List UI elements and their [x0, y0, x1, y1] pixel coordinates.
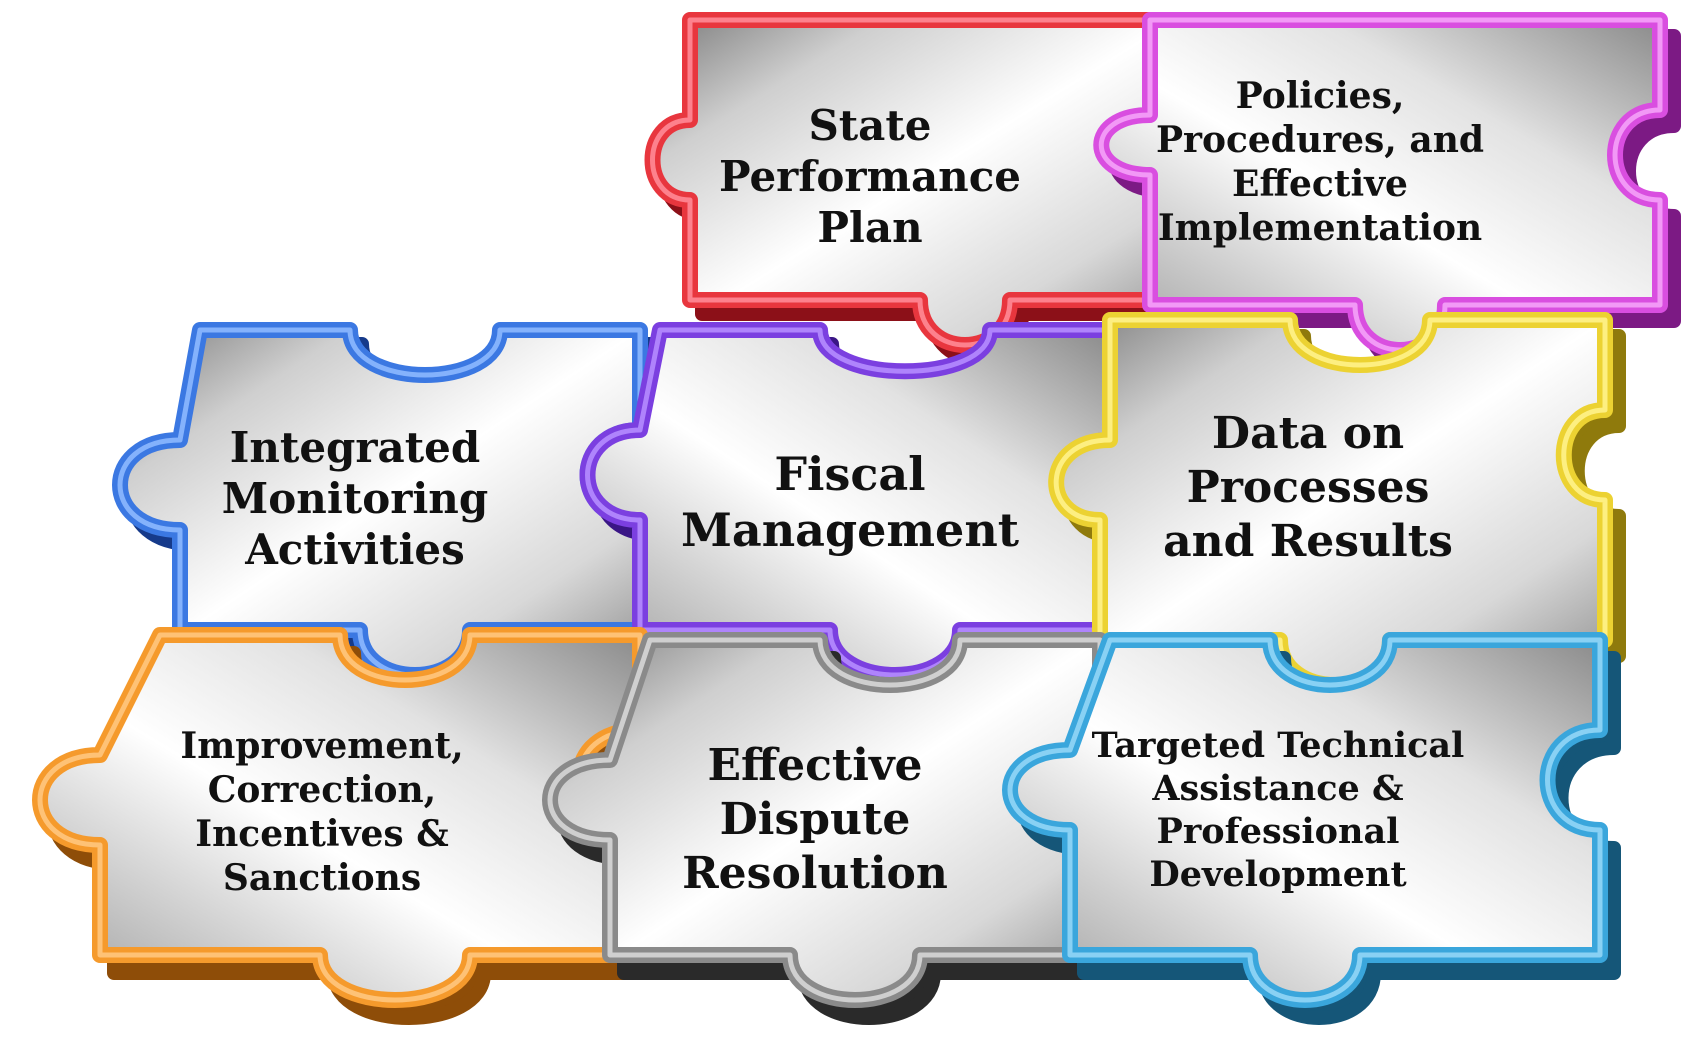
piece-label-line: Data on: [1212, 408, 1404, 459]
piece-label-line: Plan: [817, 203, 922, 252]
piece-label-line: Activities: [244, 525, 465, 574]
piece-label-line: Policies,: [1236, 75, 1405, 117]
piece-label-line: Sanctions: [223, 857, 421, 899]
piece-label-line: Monitoring: [222, 474, 488, 523]
piece-label-line: Procedures, and: [1156, 119, 1484, 161]
piece-label-line: Development: [1149, 854, 1406, 895]
piece-label-line: Assistance &: [1151, 768, 1403, 809]
piece-label-line: Fiscal: [774, 447, 925, 501]
piece-label-line: Effective: [707, 740, 922, 791]
piece-label-line: Management: [681, 503, 1020, 557]
piece-label-line: Effective: [1232, 163, 1408, 205]
piece-label-line: Processes: [1187, 462, 1430, 513]
piece-rim: [1053, 317, 1608, 688]
piece-rim: [1007, 637, 1603, 1003]
piece-improvement-correction: Improvement,Correction,Incentives &Sanct…: [32, 627, 661, 1025]
piece-label: Improvement,Correction,Incentives &Sanct…: [180, 725, 463, 899]
piece-label-line: Correction,: [208, 769, 436, 811]
piece-label-line: State: [808, 101, 931, 150]
piece-label-line: Improvement,: [180, 725, 463, 767]
piece-label-line: Integrated: [230, 423, 481, 472]
piece-label-line: Resolution: [682, 848, 948, 899]
piece-label-line: Targeted Technical: [1092, 725, 1465, 766]
piece-label-line: Professional: [1157, 811, 1400, 852]
piece-rim: [37, 632, 643, 1003]
piece-label-line: Incentives &: [195, 813, 448, 855]
piece-label-line: Implementation: [1158, 207, 1482, 249]
piece-label-line: Dispute: [720, 794, 911, 845]
piece-label-line: and Results: [1163, 516, 1453, 567]
piece-label-line: Performance: [719, 152, 1021, 201]
